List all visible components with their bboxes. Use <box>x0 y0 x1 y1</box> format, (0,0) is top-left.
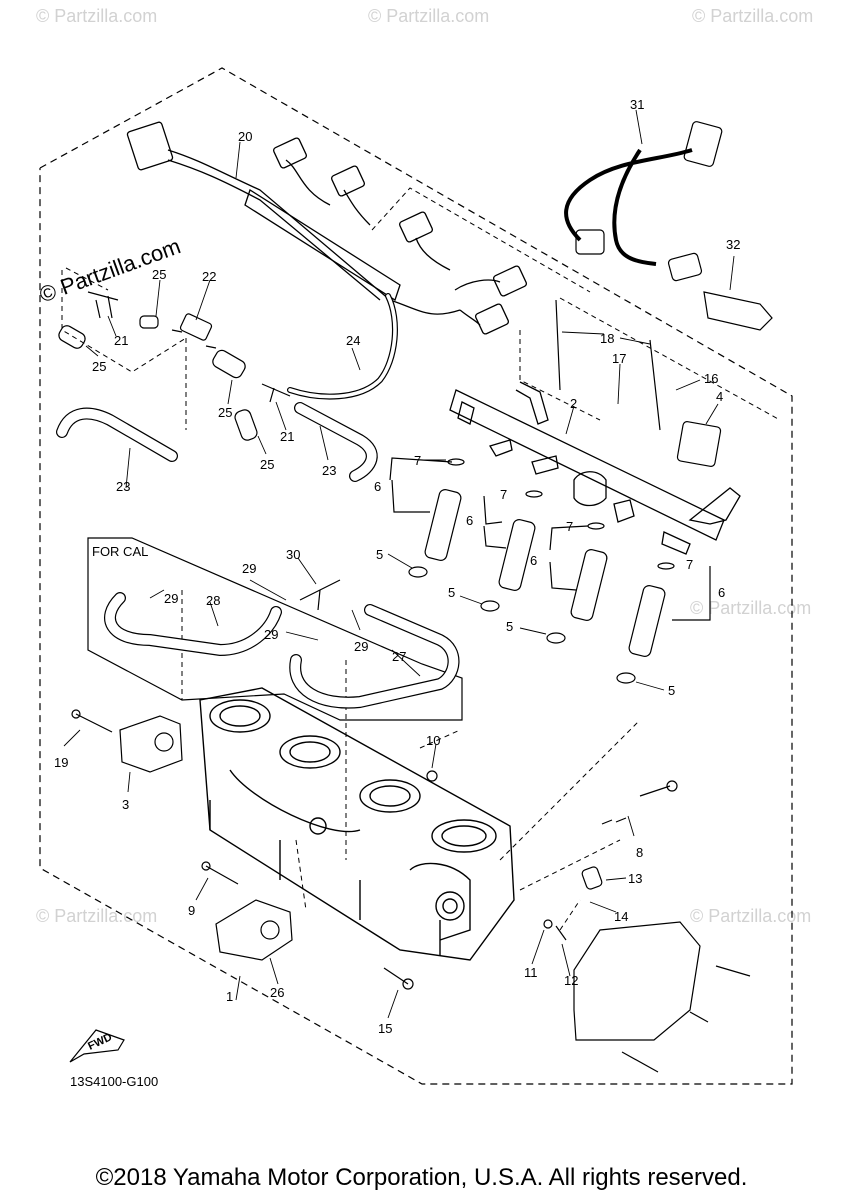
callout-5[interactable]: 5 <box>668 683 676 698</box>
spring <box>601 817 627 825</box>
three-way-joint <box>299 579 341 611</box>
callout-29[interactable]: 29 <box>264 627 279 642</box>
callout-21[interactable]: 21 <box>280 429 295 444</box>
callout-18[interactable]: 18 <box>600 331 615 346</box>
callout-3[interactable]: 3 <box>122 797 130 812</box>
strap <box>555 299 661 431</box>
watermark: © Partzilla.com <box>368 6 490 26</box>
callout-5[interactable]: 5 <box>376 547 384 562</box>
watermark: © Partzilla.com <box>36 6 158 26</box>
callout-4[interactable]: 4 <box>716 389 724 404</box>
callout-10[interactable]: 10 <box>426 733 441 748</box>
callout-28[interactable]: 28 <box>206 593 221 608</box>
callout-6[interactable]: 6 <box>374 479 382 494</box>
callout-13[interactable]: 13 <box>628 871 643 886</box>
pin <box>555 925 567 941</box>
watermark: © Partzilla.com <box>36 906 158 926</box>
callout-19[interactable]: 19 <box>54 755 69 770</box>
copyright-notice: ©2018 Yamaha Motor Corporation, U.S.A. A… <box>95 1164 748 1191</box>
callout-25[interactable]: 25 <box>92 359 107 374</box>
callout-7[interactable]: 7 <box>566 519 574 534</box>
frame-border <box>39 67 793 1085</box>
callout-31[interactable]: 31 <box>630 97 645 112</box>
diagram-code: 13S4100-G100 <box>70 1074 159 1089</box>
callout-21[interactable]: 21 <box>114 333 129 348</box>
callout-5[interactable]: 5 <box>506 619 514 634</box>
callout-22[interactable]: 22 <box>202 269 217 284</box>
sensor <box>215 899 293 961</box>
callout-30[interactable]: 30 <box>286 547 301 562</box>
callout-6[interactable]: 6 <box>718 585 726 600</box>
callout-25[interactable]: 25 <box>218 405 233 420</box>
callout-6[interactable]: 6 <box>530 553 538 568</box>
callout-29[interactable]: 29 <box>242 561 257 576</box>
injector <box>424 489 666 657</box>
cap <box>581 866 603 890</box>
o-ring <box>447 458 675 570</box>
callout-29[interactable]: 29 <box>354 639 369 654</box>
callout-9[interactable]: 9 <box>188 903 196 918</box>
callout-15[interactable]: 15 <box>378 1021 393 1036</box>
callout-2[interactable]: 2 <box>570 396 578 411</box>
watermark: © Partzilla.com <box>692 6 814 26</box>
pressure-sensor <box>676 421 722 467</box>
throttle-position-sensor <box>119 715 183 773</box>
callout-7[interactable]: 7 <box>414 453 422 468</box>
callout-29[interactable]: 29 <box>164 591 179 606</box>
callout-12[interactable]: 12 <box>564 973 579 988</box>
watermark: © Partzilla.com <box>690 598 812 618</box>
callout-6[interactable]: 6 <box>466 513 474 528</box>
for-cal-label: FOR CAL <box>92 544 149 559</box>
throttle-body <box>199 687 515 961</box>
injector-harness <box>564 148 693 266</box>
callout-7[interactable]: 7 <box>500 487 508 502</box>
callout-1[interactable]: 1 <box>226 989 234 1004</box>
screw <box>71 709 751 1073</box>
joint-group <box>58 291 291 441</box>
fwd-arrow <box>69 1029 125 1063</box>
callout-23[interactable]: 23 <box>116 479 131 494</box>
for-cal-box <box>87 537 463 721</box>
callout-17[interactable]: 17 <box>612 351 627 366</box>
wire-harness <box>126 121 528 335</box>
callout-5[interactable]: 5 <box>448 585 456 600</box>
callout-32[interactable]: 32 <box>726 237 741 252</box>
callout-24[interactable]: 24 <box>346 333 361 348</box>
callout-20[interactable]: 20 <box>238 129 253 144</box>
callout-26[interactable]: 26 <box>270 985 285 1000</box>
callout-7[interactable]: 7 <box>686 557 694 572</box>
callout-25[interactable]: 25 <box>152 267 167 282</box>
callout-27[interactable]: 27 <box>392 649 407 664</box>
callout-25[interactable]: 25 <box>260 457 275 472</box>
callout-11[interactable]: 11 <box>524 965 538 980</box>
harness-clamp <box>703 291 773 331</box>
callout-16[interactable]: 16 <box>704 371 719 386</box>
nut <box>426 770 438 782</box>
callout-14[interactable]: 14 <box>614 909 629 924</box>
watermark: © Partzilla.com <box>690 906 812 926</box>
callout-8[interactable]: 8 <box>636 845 644 860</box>
fuel-rail <box>449 381 741 555</box>
seal <box>408 566 636 684</box>
callout-23[interactable]: 23 <box>322 463 337 478</box>
cover <box>573 921 701 1041</box>
washer <box>543 919 553 929</box>
